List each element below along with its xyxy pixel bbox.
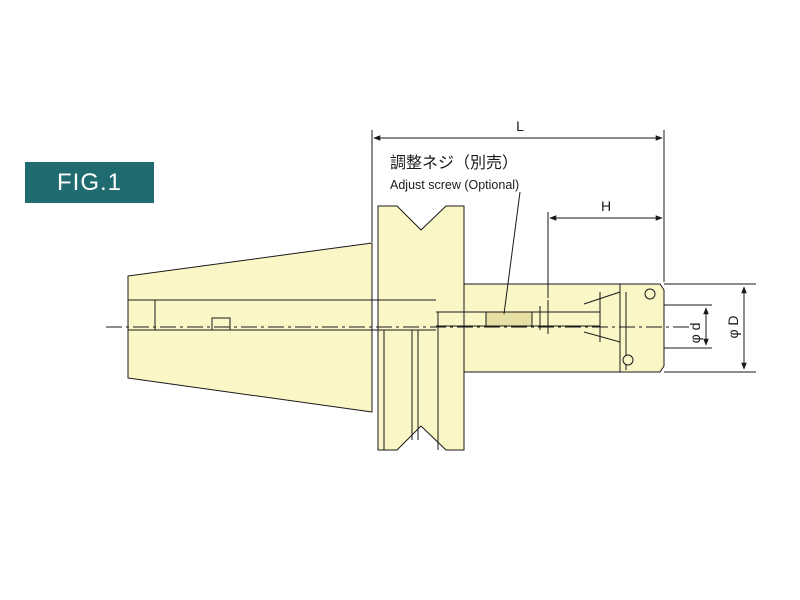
figure-label: FIG.1: [25, 162, 154, 203]
flange: [377, 205, 469, 451]
holder-body: [127, 205, 665, 451]
adjust-screw-label-jp: 調整ネジ（別売）: [390, 154, 518, 172]
adjust-screw-label-en: Adjust screw (Optional): [390, 178, 519, 192]
collet-nut: [619, 283, 665, 373]
dimension-l-label: L: [516, 118, 524, 134]
inner-diameter-label: φ d: [687, 323, 703, 344]
internal-details: [127, 288, 656, 450]
dimension-d: [664, 283, 756, 373]
outer-diameter-label: φ D: [725, 315, 741, 338]
adjust-screw-shape: [485, 311, 533, 327]
dimension-h-label: H: [601, 198, 611, 214]
dimension-l: [371, 130, 665, 282]
neck: [463, 283, 621, 373]
dimension-h: [547, 212, 663, 298]
adjust-screw-leader: [503, 191, 521, 315]
